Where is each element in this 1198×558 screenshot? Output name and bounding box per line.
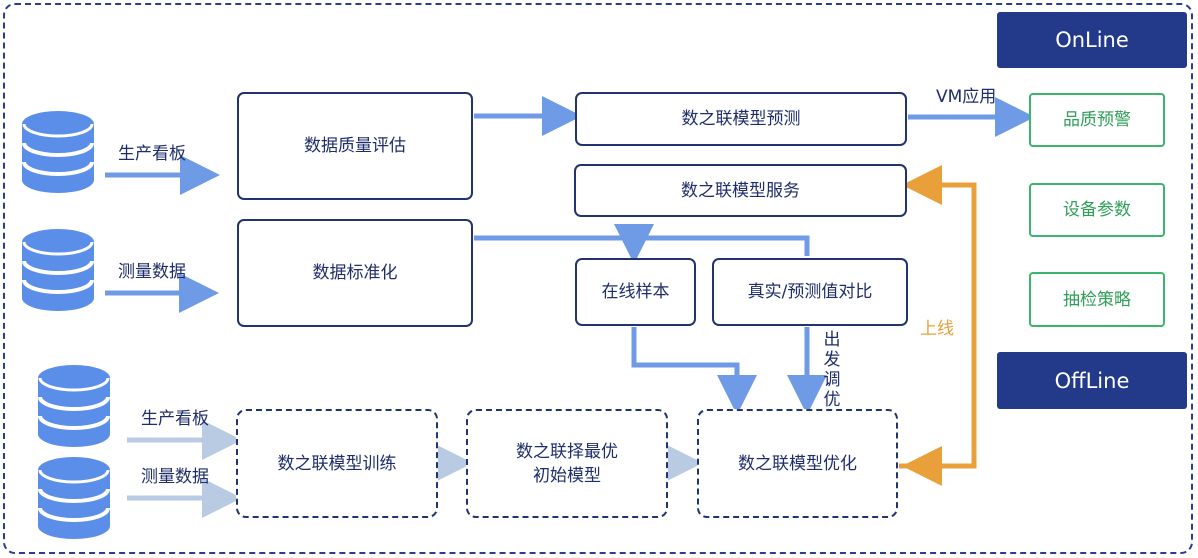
box-predict: 数之联模型预测 xyxy=(575,92,907,146)
box-compare: 真实/预测值对比 xyxy=(712,258,908,326)
label-measurement-data: 测量数据 xyxy=(118,262,186,282)
label-go-online: 上线 xyxy=(920,319,954,339)
box-quality-eval: 数据质量评估 xyxy=(237,92,473,200)
box-standardize: 数据标准化 xyxy=(237,219,473,327)
output-quality-alert: 品质预警 xyxy=(1029,93,1165,147)
online-badge: OnLine xyxy=(997,12,1187,68)
database-icon-offline-measurement xyxy=(36,455,112,541)
box-select-best: 数之联择最优 初始模型 xyxy=(466,409,668,518)
label-production-board: 生产看板 xyxy=(118,144,186,164)
label-vm-apply: VM应用 xyxy=(936,87,997,107)
label-trigger-tuning: 出发调优 xyxy=(823,330,841,410)
output-equipment-params: 设备参数 xyxy=(1029,183,1165,237)
database-icon-measurement xyxy=(20,227,96,313)
offline-badge: OffLine xyxy=(997,352,1187,409)
box-optimize: 数之联模型优化 xyxy=(697,409,898,518)
output-sampling-strategy: 抽检策略 xyxy=(1029,272,1165,327)
outer-dashed-frame xyxy=(3,3,1193,554)
label-offline-production-board: 生产看板 xyxy=(141,409,209,429)
box-online-sample: 在线样本 xyxy=(575,258,696,326)
database-icon-offline-production xyxy=(36,363,112,449)
box-service: 数之联模型服务 xyxy=(574,164,907,217)
arrow-standardize-branch xyxy=(474,235,810,256)
database-icon-production xyxy=(20,109,96,195)
label-offline-measurement-data: 测量数据 xyxy=(141,467,209,487)
arrow-sample-to-optimize xyxy=(631,327,757,415)
box-train: 数之联模型训练 xyxy=(236,409,438,518)
